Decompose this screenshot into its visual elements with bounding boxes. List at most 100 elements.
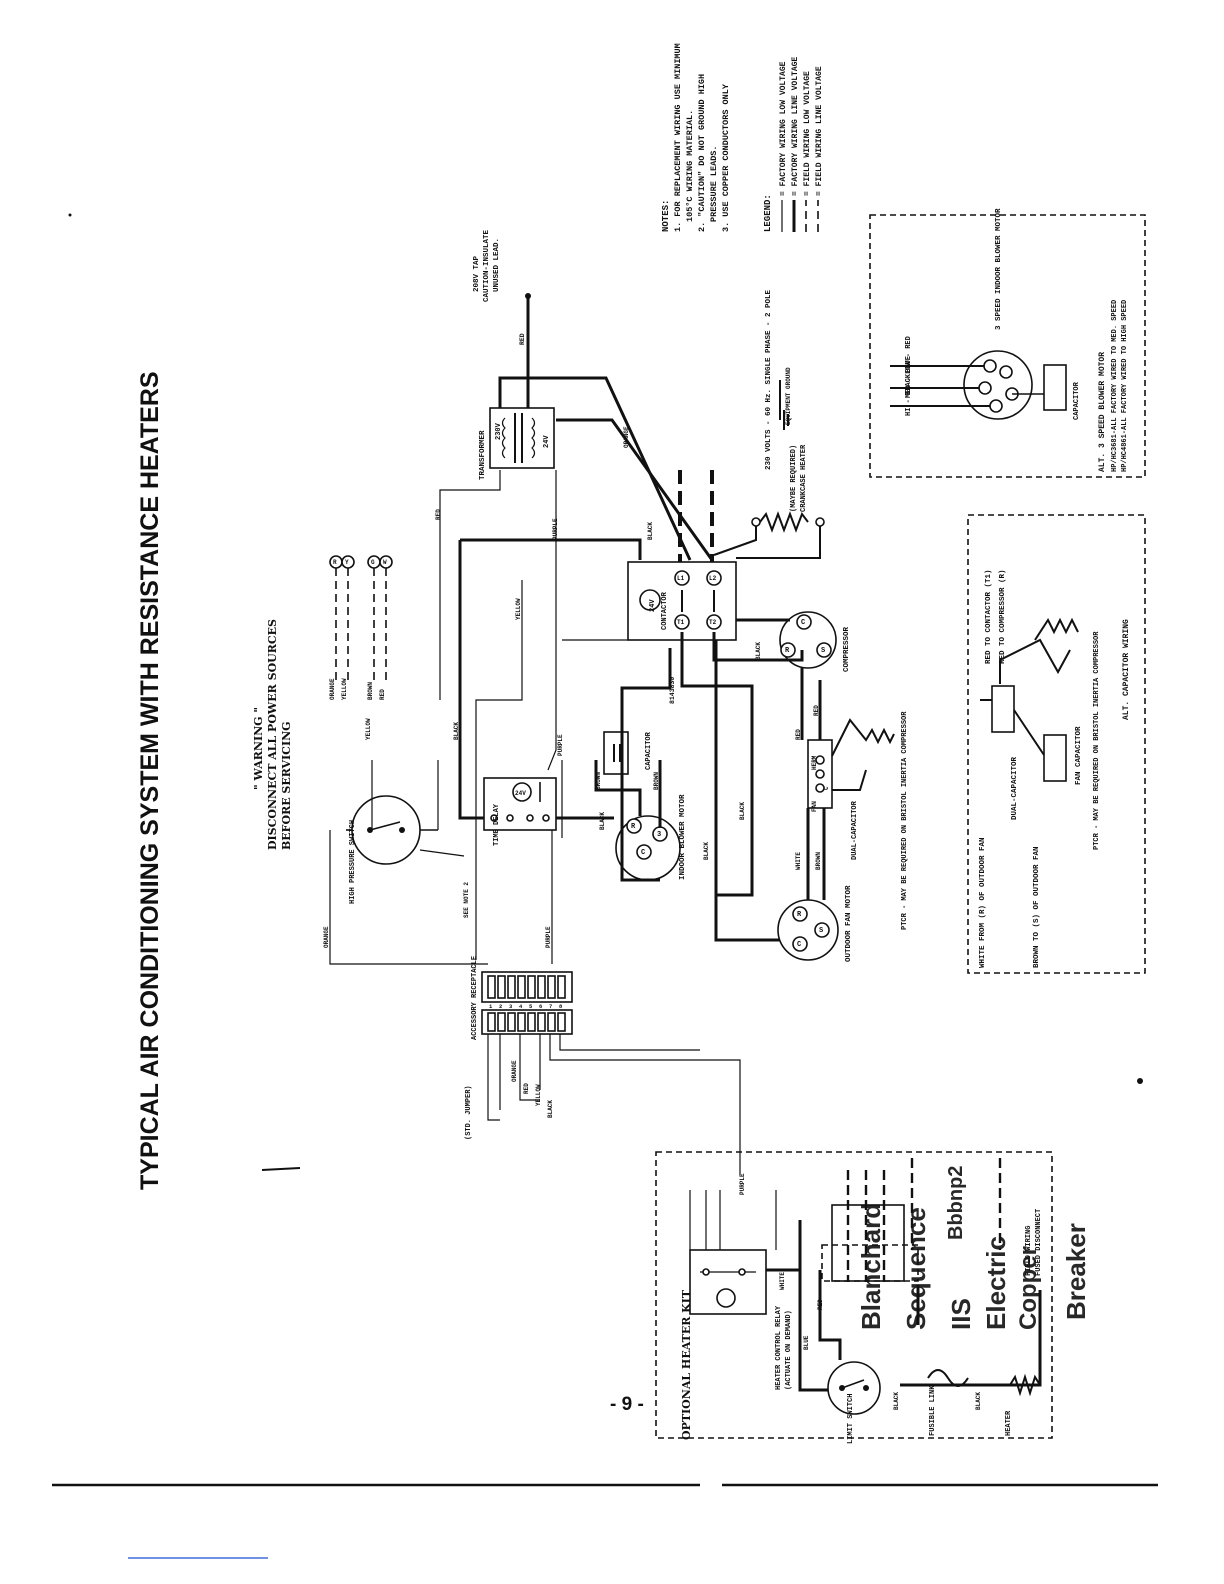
- std-jumper-label: (STD. JUMPER): [465, 1085, 473, 1140]
- stray-dot-1: [1137, 1078, 1143, 1084]
- inset-motor-label: 3 SPEED INDOOR BLOWER MOTOR: [995, 208, 1003, 330]
- part-number: 8143830: [669, 677, 676, 704]
- tap-note-3: UNUSED LEAD.: [493, 238, 501, 292]
- wire-label-red-4: RED: [523, 1083, 530, 1094]
- contactor-l1: L1: [677, 575, 685, 582]
- svg-text:3: 3: [509, 1003, 513, 1010]
- wire-label-orange-3: ORANGE: [511, 1060, 518, 1082]
- alt-cap-line-3: RED TO CONTACTOR (T1): [985, 569, 993, 664]
- dual-capacitor: FAN HERM C DUAL-CAPACITOR PTCR - MAY BE …: [807, 711, 909, 930]
- wire-label-hi-black: HI - BLACK: [905, 373, 913, 416]
- tap-note: 208V TAP CAUTION-INSULATE UNUSED LEAD.: [473, 229, 501, 302]
- wire-label-yellow-1: YELLOW: [515, 598, 522, 620]
- alt-cap-caption: ALT. CAPACITOR WIRING: [1122, 619, 1131, 720]
- wire-label-black-1: BLACK: [453, 722, 460, 740]
- svg-text:8: 8: [559, 1003, 563, 1010]
- wire-label-black-6: BLACK: [599, 812, 606, 830]
- watermark-4: Electric: [981, 1236, 1011, 1330]
- wire-label-brown-2: BROWN: [653, 772, 660, 790]
- warning-line-2: BEFORE SERVICING: [280, 721, 293, 850]
- dual-cap-c: C: [823, 786, 830, 790]
- compressor-r: R: [785, 647, 790, 655]
- warning-block: " WARNING " DISCONNECT ALL POWER SOURCES…: [252, 619, 293, 850]
- heater-kit-frame: [655, 1151, 1053, 1439]
- wire-label-purple-1: PURPLE: [552, 518, 559, 540]
- compressor-s: S: [821, 647, 825, 655]
- wire-label-black-2: BLACK: [647, 522, 654, 540]
- heater-kit-label: OPTIONAL HEATER KIT: [680, 1289, 693, 1440]
- wire-label-red-3: RED: [813, 705, 820, 716]
- terminal-y-label: Y: [345, 559, 349, 566]
- breaker-inner: [821, 1244, 919, 1282]
- tap-note-1: 208V TAP: [473, 255, 481, 292]
- wire-label-black-3: BLACK: [755, 642, 762, 660]
- note-1b: 105°C WIRING MATERIAL.: [685, 110, 695, 222]
- indoor-motor-c: C: [641, 849, 645, 857]
- indoor-motor-r: R: [631, 823, 636, 831]
- inset-capacitor-label: CAPACITOR: [1073, 381, 1081, 420]
- wire-label-black-7: BLACK: [547, 1100, 554, 1118]
- watermark-5: Copper: [1015, 1246, 1042, 1330]
- contactor-t2: T2: [709, 619, 717, 626]
- limit-switch-symbol: [827, 1361, 881, 1415]
- ground-symbol: EQUIPMENT GROUND: [779, 367, 792, 430]
- inset-note-1: HP/HC3681-ALL FACTORY WIRED TO MED. SPEE…: [1111, 300, 1119, 472]
- svg-text:OPTIONAL HEATER KIT: OPTIONAL HEATER KIT: [680, 1289, 693, 1440]
- indoor-blower-motor: R C 3 INDOOR BLOWER MOTOR: [615, 794, 687, 881]
- compressor: C R S COMPRESSOR: [779, 611, 851, 672]
- wire-label-blue: BLUE: [803, 1335, 810, 1350]
- wire-label-purple-4: PURPLE: [739, 1173, 746, 1195]
- accessory-receptacle: 1 2 3 4 5 6 7 8 ACCESSORY RECEPTACLE: [471, 956, 573, 1040]
- wire-label-black-4: BLACK: [739, 802, 746, 820]
- warning-line-1: DISCONNECT ALL POWER SOURCES: [266, 619, 279, 850]
- high-pressure-switch: HIGH PRESSURE SWITCH SEE NOTE 2: [346, 795, 470, 918]
- receptacle-label: ACCESSORY RECEPTACLE: [471, 956, 479, 1040]
- legend-item-3: = FIELD WIRING LOW VOLTAGE: [803, 71, 812, 196]
- svg-text:6: 6: [539, 1003, 542, 1010]
- field-wiring-label: FIELD WIRING: [1025, 1226, 1033, 1276]
- watermark-3: IIS: [946, 1298, 976, 1330]
- note-2: 2. "CAUTION" DO NOT GROUND HIGH: [697, 74, 707, 232]
- limit-switch-label: LIMIT SWITCH: [847, 1394, 855, 1444]
- crankcase-note: (MAYBE REQUIRED): [790, 445, 798, 512]
- main-wiring: [329, 376, 1042, 1392]
- svg-text:2: 2: [499, 1003, 502, 1010]
- crankcase-heater: CRANKCASE HEATER (MAYBE REQUIRED): [713, 444, 825, 559]
- three-speed-motor-symbol: [963, 350, 1033, 420]
- relay-note: (ACTUATE ON DEMAND): [785, 1310, 793, 1390]
- legend-lines: [781, 200, 819, 232]
- alt-dual-capacitor: [991, 685, 1015, 733]
- dual-cap-herm: HERM: [811, 755, 818, 770]
- wire-label-brown-3: BROWN: [815, 852, 822, 870]
- watermark-6: Bbbnp2: [945, 1166, 967, 1240]
- wire-label-black-9: BLACK: [975, 1392, 982, 1410]
- wire-label-orange-stat: ORANGE: [329, 678, 336, 700]
- thermostat-terminals: R Y G W ORANGE YELLOW BROWN RED: [329, 555, 393, 700]
- time-delay-coil: 24V: [515, 790, 526, 797]
- wire-label-yellow-2: YELLOW: [365, 718, 372, 740]
- receptacle-slots: [487, 975, 566, 1032]
- wire-label-brown-stat: BROWN: [367, 682, 374, 700]
- watermark-2: Sequence: [901, 1207, 931, 1330]
- inset-note-2: HP/HC4861-ALL FACTORY WIRED TO HIGH SPEE…: [1121, 300, 1129, 472]
- power-supply-label: 230 VOLTS - 60 Hz. SINGLE PHASE - 2 POLE: [765, 289, 773, 470]
- field-wiring-note: FIELD WIRING FUSED DISCONNECT: [1025, 1209, 1043, 1276]
- wire-label-red-1: RED: [435, 509, 442, 520]
- fused-disconnect-label: FUSED DISCONNECT: [1035, 1209, 1043, 1276]
- note-2b: PRESSURE LEADS.: [709, 145, 719, 222]
- heater-kit: OPTIONAL HEATER KIT HEATER CONTROL RELAY…: [655, 1151, 1091, 1444]
- notes-heading: NOTES:: [661, 200, 671, 232]
- transformer: TRANSFORMER 24V 230V: [479, 407, 555, 480]
- svg-text:1: 1: [489, 1003, 493, 1010]
- contactor-label: CONTACTOR: [661, 591, 669, 630]
- wire-label-brown-1: BROWN: [595, 772, 602, 790]
- alt-cap-fan-label: FAN CAPACITOR: [1075, 726, 1083, 785]
- alt-cap-line-1: WHITE FROM (R) OF OUTDOOR FAN: [979, 837, 987, 968]
- wire-label-low-red: LOW - RED: [905, 336, 913, 374]
- wire-label-orange-1: ORANGE: [623, 426, 630, 448]
- wire-label-white-2: WHITE: [779, 1272, 786, 1290]
- alt-fan-capacitor: [1043, 734, 1067, 782]
- wire-label-white-1: WHITE: [795, 852, 802, 870]
- stray-mark: [261, 1167, 301, 1171]
